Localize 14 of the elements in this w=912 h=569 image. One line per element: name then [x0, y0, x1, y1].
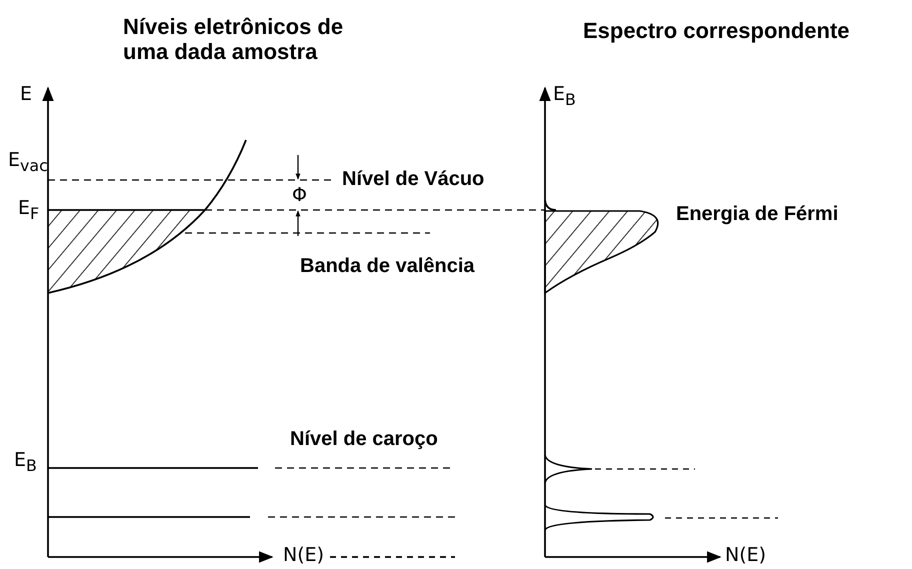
axis-label: N(E) — [283, 545, 324, 567]
energy-level-label: E$_{F}$ — [18, 198, 40, 223]
energy-level-label: E$_{vac}$ — [8, 150, 48, 175]
level-label: Energia de Férmi — [676, 203, 838, 226]
energy-level-label: E$_{B}$ — [14, 450, 37, 475]
axis-label: E — [20, 84, 32, 106]
level-label: Nível de Vácuo — [342, 168, 484, 191]
panel-heading: Níveis eletrônicos de uma dada amostra — [123, 14, 344, 65]
level-label: Nível de caroço — [290, 428, 438, 451]
panel-heading: Espectro correspondente — [583, 18, 850, 44]
symbol-label: Φ — [292, 185, 307, 207]
level-label: Banda de valência — [300, 255, 475, 278]
axis-label: N(E) — [725, 545, 766, 567]
axis-label: E$_{B}$ — [553, 84, 576, 109]
